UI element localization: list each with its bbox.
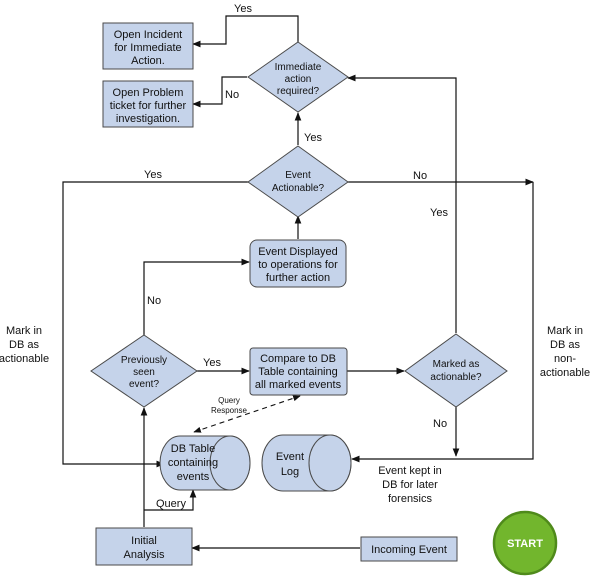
label-no-problem: No <box>225 89 239 101</box>
node-db-table: DB Table containing events <box>159 435 251 491</box>
previously-seen-line-1: Previously <box>121 355 167 366</box>
immediate-action-line-2: action <box>285 74 312 85</box>
node-event-actionable: Event Actionable? <box>247 145 349 218</box>
edge-labels: Yes No Yes Yes No Yes No Yes No Query Qu… <box>0 3 590 510</box>
label-query-response-2: Response <box>211 406 248 415</box>
node-event-displayed: Event Displayed to operations for furthe… <box>249 239 347 288</box>
edge-marked-yes-to-immediate <box>347 74 457 333</box>
event-actionable-line-1: Event <box>285 170 311 181</box>
db-table-line-3: events <box>177 471 210 483</box>
edge-query-to-db <box>144 489 197 511</box>
marked-actionable-line-1: Marked as <box>433 359 480 370</box>
label-yes-prev: Yes <box>203 357 221 369</box>
marked-actionable-line-2: actionable? <box>430 372 482 383</box>
initial-analysis-line-1: Initial <box>131 535 157 547</box>
label-mark-actionable-1: Mark in <box>6 325 42 337</box>
label-mark-nonactionable-2: DB as <box>550 339 580 351</box>
node-event-log: Event Log <box>261 434 352 492</box>
initial-analysis-line-2: Analysis <box>124 549 165 561</box>
open-problem-line-3: investigation. <box>116 113 180 125</box>
node-immediate-action: Immediate action required? <box>247 41 349 113</box>
open-incident-line-1: Open Incident <box>114 29 183 41</box>
edge-immediate-to-problem <box>192 76 247 108</box>
label-yes-top: Yes <box>234 3 252 15</box>
compare-db-line-1: Compare to DB <box>260 353 336 365</box>
compare-db-line-3: all marked events <box>255 379 342 391</box>
label-mark-nonactionable-1: Mark in <box>547 325 583 337</box>
label-mark-actionable-3: actionable <box>0 353 49 365</box>
label-yes-marked: Yes <box>430 207 448 219</box>
node-initial-analysis: Initial Analysis <box>95 527 193 566</box>
previously-seen-line-2: seen <box>133 367 155 378</box>
previously-seen-line-3: event? <box>129 379 159 390</box>
label-query: Query <box>156 498 186 510</box>
label-no-prev: No <box>147 295 161 307</box>
label-mark-actionable-2: DB as <box>9 339 39 351</box>
label-query-response-1: Query <box>218 396 240 405</box>
node-previously-seen: Previously seen event? <box>90 334 198 408</box>
db-table-line-2: containing <box>168 457 218 469</box>
event-displayed-line-2: to operations for <box>258 259 338 271</box>
label-yes-left: Yes <box>144 169 162 181</box>
open-problem-line-2: ticket for further <box>110 100 187 112</box>
open-incident-line-3: Action. <box>131 55 165 67</box>
incoming-event-label: Incoming Event <box>371 544 447 556</box>
node-open-problem: Open Problem ticket for further investig… <box>102 80 194 128</box>
label-no-marked: No <box>433 418 447 430</box>
event-log-line-2: Log <box>281 466 299 478</box>
connectors <box>62 15 534 552</box>
edge-nonactionable-to-log <box>351 182 534 463</box>
label-no-right: No <box>413 170 427 182</box>
node-open-incident: Open Incident for Immediate Action. <box>102 22 194 70</box>
compare-db-line-2: Table containing <box>258 366 338 378</box>
label-yes-actionable: Yes <box>304 132 322 144</box>
node-start: START <box>492 510 558 576</box>
label-event-kept-3: forensics <box>388 493 433 505</box>
start-label: START <box>507 538 543 550</box>
event-displayed-line-1: Event Displayed <box>258 246 338 258</box>
label-mark-nonactionable-4: actionable <box>540 367 590 379</box>
label-mark-nonactionable-3: non- <box>554 353 576 365</box>
label-event-kept-1: Event kept in <box>378 465 442 477</box>
open-problem-line-1: Open Problem <box>113 87 184 99</box>
edge-actionable-yes-left <box>62 181 248 468</box>
label-event-kept-2: DB for later <box>382 479 438 491</box>
event-displayed-line-3: further action <box>266 272 330 284</box>
edge-immediate-to-incident <box>192 15 299 48</box>
open-incident-line-2: for Immediate <box>114 42 181 54</box>
event-actionable-line-2: Actionable? <box>272 183 325 194</box>
edge-prev-no-to-displayed <box>143 258 250 335</box>
edge-query-response <box>193 395 301 433</box>
node-incoming-event: Incoming Event <box>360 536 458 562</box>
immediate-action-line-3: required? <box>277 86 320 97</box>
node-marked-actionable: Marked as actionable? <box>404 333 508 408</box>
event-log-line-1: Event <box>276 451 304 463</box>
db-table-line-1: DB Table <box>171 443 215 455</box>
node-compare-db: Compare to DB Table containing all marke… <box>249 347 348 396</box>
immediate-action-line-1: Immediate <box>275 62 322 73</box>
